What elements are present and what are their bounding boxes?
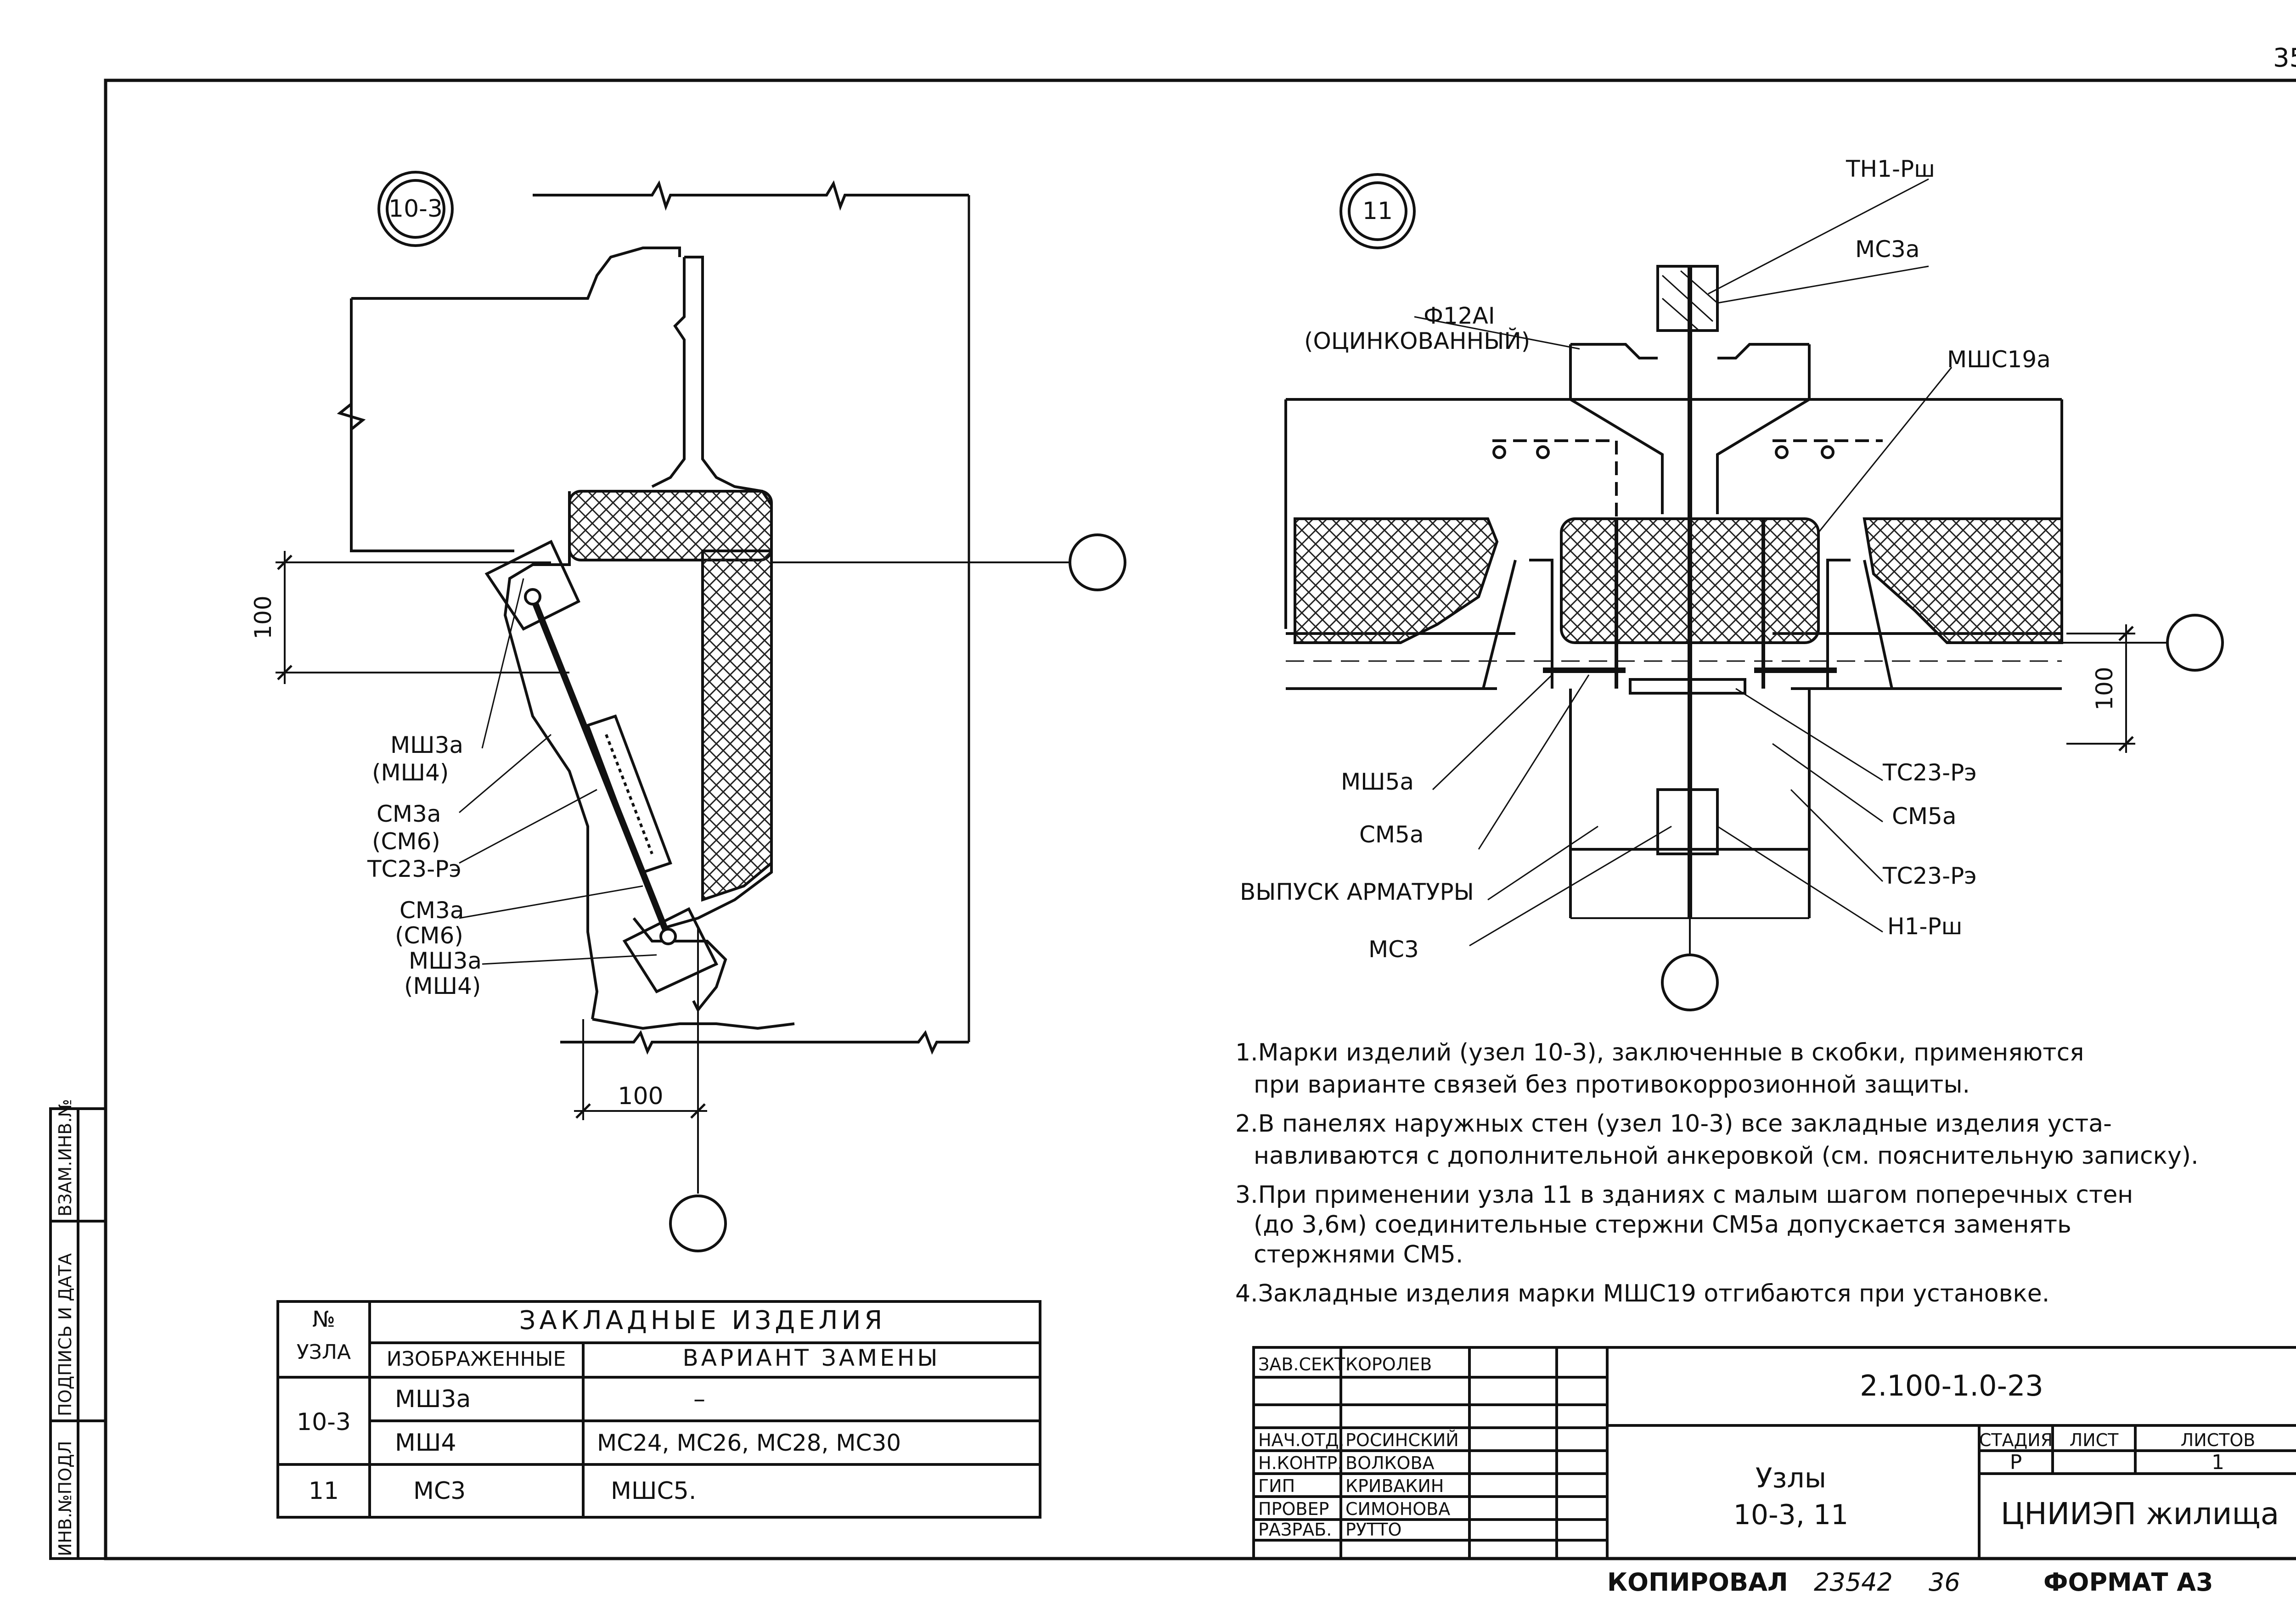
label-zinc: (ОЦИНКОВАННЫЙ) <box>1304 327 1530 354</box>
footer-format: ФОРМАТ А3 <box>2043 1568 2213 1597</box>
note-3c: стержнями СМ5. <box>1254 1241 1463 1268</box>
footer-num2: 36 <box>1929 1568 1960 1597</box>
label-f12ai: Ф12АI <box>1424 303 1495 329</box>
tb-org: ЦНИИЭП жилища <box>2001 1496 2279 1531</box>
tb-title-2: 10-3, 11 <box>1733 1499 1849 1531</box>
footer-copied: КОПИРОВАЛ <box>1607 1568 1788 1597</box>
table-h-uzla: УЗЛА <box>297 1341 351 1364</box>
title-block-text: ЗАВ.СЕКТ. КОРОЛЕВ НАЧ.ОТД. РОСИНСКИЙ Н.К… <box>1258 1354 2279 1540</box>
note-3a: 3.При применении узла 11 в зданиях с мал… <box>1235 1181 2133 1209</box>
tb-name-3: РОСИНСКИЙ <box>1345 1430 1459 1450</box>
table-text: № УЗЛА ЗАКЛАДНЫЕ ИЗДЕЛИЯ ИЗОБРАЖЕННЫЕ ВА… <box>297 1306 940 1505</box>
label-msh4: (МШ4) <box>372 759 449 786</box>
table-h-main: ЗАКЛАДНЫЕ ИЗДЕЛИЯ <box>519 1306 886 1335</box>
label-sm6: (СМ6) <box>372 828 440 855</box>
node-11-labels: ТН1-Рш МС3а Ф12АI (ОЦИНКОВАННЫЙ) МШС19а … <box>1240 156 2051 963</box>
tb-role-4: Н.КОНТР. <box>1258 1453 1343 1473</box>
node-10-3-label: 10-3 <box>388 195 443 223</box>
note-1a: 1.Марки изделий (узел 10-3), заключенные… <box>1235 1039 2084 1066</box>
label-ms3: МС3 <box>1368 936 1419 963</box>
label-sm6-2: (СМ6) <box>395 922 463 949</box>
tb-title-1: Узлы <box>1756 1462 1826 1494</box>
stamp-signature-date: ПОДПИСЬ И ДАТА <box>55 1253 75 1416</box>
label-sm3a-2: СМ3а <box>400 897 464 924</box>
tb-stage: Р <box>2010 1451 2022 1474</box>
label-sm5a-r: СМ5а <box>1892 803 1957 830</box>
label-ts23-re-r1: ТС23-Рэ <box>1882 759 1977 786</box>
table-row2-shown: МШ4 <box>395 1429 456 1457</box>
tb-name-5: КРИВАКИН <box>1345 1476 1444 1496</box>
note-4: 4.Закладные изделия марки МШС19 отгибают… <box>1235 1280 2049 1307</box>
tb-h-sheet: ЛИСТ <box>2070 1430 2119 1450</box>
table-h-no: № <box>312 1307 335 1332</box>
side-stamp <box>49 1107 107 1560</box>
node-10-3-labels: МШ3а (МШ4) СМ3а (СМ6) ТС23-Рэ СМ3а (СМ6)… <box>367 732 482 999</box>
stamp-inv-podl: ИНВ.№ПОДЛ <box>55 1441 75 1556</box>
tb-name-4: ВОЛКОВА <box>1345 1453 1435 1473</box>
dim-vertical-left: 100 <box>250 595 276 639</box>
tb-h-stage: СТАДИЯ <box>1979 1430 2053 1450</box>
label-rebar-outlet: ВЫПУСК АРМАТУРЫ <box>1240 879 1474 905</box>
label-ts23-re: ТС23-Рэ <box>367 856 461 882</box>
note-3b: (до 3,6м) соединительные стержни СМ5а до… <box>1254 1211 2071 1239</box>
label-msh3a-2: МШ3а <box>409 948 482 974</box>
tb-role-0: ЗАВ.СЕКТ. <box>1258 1354 1351 1374</box>
footer-num1: 23542 <box>1814 1568 1893 1597</box>
dim-vertical-right: 100 <box>2091 667 2118 710</box>
notes: 1.Марки изделий (узел 10-3), заключенные… <box>1235 1039 2199 1307</box>
note-2b: навливаются с дополнительной анкеровкой … <box>1254 1142 2199 1170</box>
tb-sheets: 1 <box>2212 1451 2224 1474</box>
table-row3-variant: МШС5. <box>611 1477 696 1505</box>
embedded-parts-table <box>276 1300 1041 1519</box>
label-msh4-2: (МШ4) <box>404 973 481 999</box>
node-11-drawing <box>1284 173 2224 1011</box>
tb-name-6: СИМОНОВА <box>1345 1499 1450 1519</box>
page-number: 35 <box>2273 43 2296 73</box>
tb-code: 2.100-1.0-23 <box>1860 1369 2043 1402</box>
tb-role-7: РАЗРАБ. <box>1258 1520 1332 1540</box>
label-sm3a: СМ3а <box>377 801 441 827</box>
stamp-vzam-inv: ВЗАМ.ИНВ.№ <box>55 1099 75 1217</box>
table-row3-shown: МС3 <box>413 1477 466 1505</box>
label-sm5a: СМ5а <box>1359 821 1424 848</box>
tb-role-6: ПРОВЕР <box>1258 1499 1329 1519</box>
label-n1-rsh: Н1-Рш <box>1887 913 1962 940</box>
tb-h-sheets: ЛИСТОВ <box>2181 1430 2256 1450</box>
label-ms3a: МС3а <box>1855 236 1920 263</box>
table-row2-variant: МС24, МС26, МС28, МС30 <box>597 1430 901 1456</box>
note-1b: при варианте связей без противокоррозион… <box>1254 1071 1970 1099</box>
node-11-label: 11 <box>1362 197 1393 225</box>
label-ts23-re-r2: ТС23-Рэ <box>1882 863 1977 889</box>
title-block <box>1252 1346 2296 1560</box>
tb-role-3: НАЧ.ОТД. <box>1258 1430 1345 1450</box>
node-10-3-drawing <box>276 171 1126 1252</box>
table-row1-shown: МШ3а <box>395 1385 471 1413</box>
note-2a: 2.В панелях наружных стен (узел 10-3) вс… <box>1235 1110 2112 1138</box>
table-row3-node: 11 <box>309 1477 339 1505</box>
table-h-variant: ВАРИАНТ ЗАМЕНЫ <box>682 1345 940 1371</box>
table-row1-variant: – <box>693 1385 705 1413</box>
label-msh5a: МШ5а <box>1341 768 1414 795</box>
drawing-frame <box>104 79 2296 1560</box>
tb-role-5: ГИП <box>1258 1476 1295 1496</box>
dim-horizontal-left: 100 <box>618 1083 663 1110</box>
table-h-shown: ИЗОБРАЖЕННЫЕ <box>387 1347 566 1371</box>
tb-name-7: РУТТО <box>1345 1520 1401 1540</box>
tb-name-0: КОРОЛЕВ <box>1345 1354 1432 1374</box>
table-row1-node: 10-3 <box>297 1408 351 1436</box>
label-mshs19a: МШС19а <box>1947 346 2051 373</box>
label-tn1-rsh: ТН1-Рш <box>1846 156 1935 182</box>
label-msh3a: МШ3а <box>390 732 463 758</box>
